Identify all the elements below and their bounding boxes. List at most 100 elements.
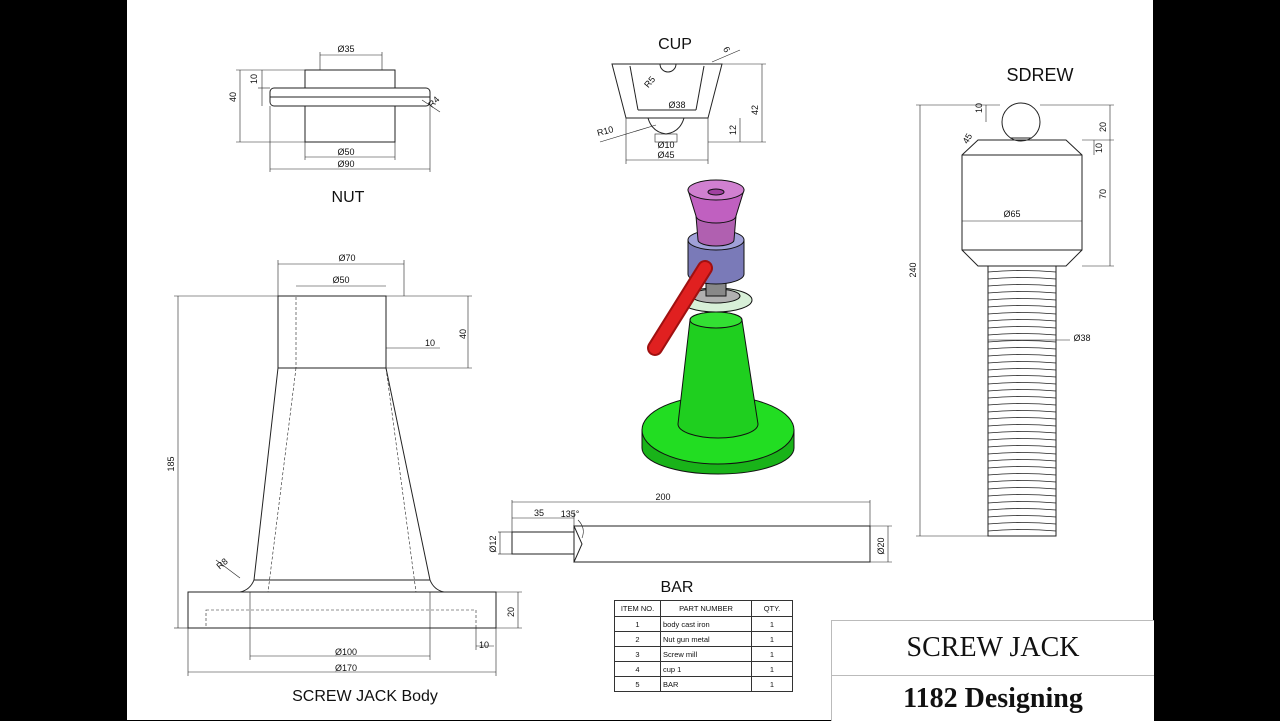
thread-line	[987, 501, 1057, 504]
cup-dim-h12: 12	[728, 125, 738, 135]
thread-line	[987, 361, 1057, 364]
thread-line	[987, 347, 1057, 350]
bom-cell-part: cup 1	[660, 661, 752, 677]
bom-row: 4 cup 1 1	[614, 661, 793, 677]
thread-line	[987, 459, 1057, 462]
body-view	[174, 260, 522, 676]
thread-line	[987, 473, 1057, 476]
bom-cell-part: BAR	[660, 676, 752, 692]
bom-row: 5 BAR 1	[614, 676, 793, 692]
thread-line	[987, 298, 1057, 301]
body-dim-h40: 40	[458, 329, 468, 339]
thread-line	[987, 452, 1057, 455]
screw-dim-h70: 70	[1098, 189, 1108, 199]
nut-view	[236, 52, 441, 172]
nut-dim-h10: 10	[249, 74, 259, 84]
thread-line	[987, 368, 1057, 371]
thread-line	[987, 396, 1057, 399]
thread-line	[987, 277, 1057, 280]
thread-line	[987, 305, 1057, 308]
bar-view	[498, 500, 892, 563]
thread-line	[987, 529, 1057, 532]
thread-line	[987, 375, 1057, 378]
body-dim-d70: Ø70	[338, 253, 355, 263]
thread-line	[987, 431, 1057, 434]
screw-view	[916, 102, 1114, 537]
screw-dim-h20: 20	[1098, 122, 1108, 132]
cup-dim-d45: Ø45	[657, 150, 674, 160]
body-dim-d50: Ø50	[332, 275, 349, 285]
bom-cell-qty: 1	[751, 661, 793, 677]
thread-line	[987, 515, 1057, 518]
thread-line	[987, 410, 1057, 413]
bom-header-row: ITEM NO. PART NUMBER QTY.	[614, 600, 793, 617]
bom-cell-item: 4	[614, 661, 661, 677]
bom-cell-qty: 1	[751, 646, 793, 662]
thread-line	[987, 326, 1057, 329]
cup-title: CUP	[658, 36, 692, 53]
screw-title: SDREW	[1007, 65, 1074, 85]
bar-dim-l35: 35	[534, 508, 544, 518]
screw-dim-h10b: 10	[1094, 143, 1104, 153]
bom-header-part: PART NUMBER	[660, 600, 752, 617]
screw-dim-d65: Ø65	[1003, 209, 1020, 219]
body-dim-d170: Ø170	[335, 663, 357, 673]
thread-line	[987, 403, 1057, 406]
thread-line	[987, 417, 1057, 420]
cup-dim-r10: R10	[596, 124, 615, 138]
nut-title: NUT	[332, 189, 365, 206]
thread-line	[987, 522, 1057, 525]
bom-cell-part: Screw mill	[660, 646, 752, 662]
screw-dim-h10: 10	[974, 103, 984, 113]
thread-line	[987, 438, 1057, 441]
bom-cell-part: body cast iron	[660, 616, 752, 632]
bar-dim-d20: Ø20	[876, 537, 886, 554]
bom-header-item: ITEM NO.	[614, 600, 661, 617]
thread-line	[987, 291, 1057, 294]
bom-cell-item: 3	[614, 646, 661, 662]
bom-cell-part: Nut gun metal	[660, 631, 752, 647]
bill-of-materials: ITEM NO. PART NUMBER QTY. 1 body cast ir…	[614, 600, 793, 692]
nut-dim-d90: Ø90	[337, 159, 354, 169]
assembly-3d-view	[641, 179, 795, 475]
thread-line	[987, 312, 1057, 315]
cup-view	[599, 49, 766, 164]
body-dim-w10b: 10	[479, 640, 489, 650]
bom-row: 2 Nut gun metal 1	[614, 631, 793, 647]
cup-dim-d38: Ø38	[668, 100, 685, 110]
bom-cell-qty: 1	[751, 631, 793, 647]
thread-line	[987, 466, 1057, 469]
body-dim-r8: R8	[214, 556, 229, 571]
screw-threads	[987, 270, 1057, 532]
title-block-title: SCREW JACK	[831, 620, 1154, 676]
thread-line	[987, 389, 1057, 392]
nut-dim-h40: 40	[228, 92, 238, 102]
body-title: SCREW JACK Body	[292, 688, 438, 705]
thread-line	[987, 424, 1057, 427]
thread-line	[987, 340, 1057, 343]
body-dim-h185: 185	[166, 456, 176, 471]
screw-dim-a45: 45	[961, 132, 975, 146]
nut-dim-d35: Ø35	[337, 44, 354, 54]
bar-dim-l200: 200	[655, 492, 670, 502]
bom-row: 1 body cast iron 1	[614, 616, 793, 632]
cup-dim-d10: Ø10	[657, 140, 674, 150]
body-dim-h20: 20	[506, 607, 516, 617]
bom-cell-qty: 1	[751, 676, 793, 692]
body-dim-w10: 10	[425, 338, 435, 348]
screw-dim-d38: Ø38	[1073, 333, 1090, 343]
title-block-subtitle: 1182 Designing	[831, 675, 1154, 721]
bom-cell-item: 5	[614, 676, 661, 692]
screw-dim-h240: 240	[908, 262, 918, 277]
bom-cell-item: 1	[614, 616, 661, 632]
cup-dim-h42: 42	[750, 105, 760, 115]
thread-line	[987, 319, 1057, 322]
thread-line	[987, 354, 1057, 357]
nut-dim-d50: Ø50	[337, 147, 354, 157]
bar-dim-d12: Ø12	[488, 535, 498, 552]
bar-title: BAR	[661, 579, 694, 596]
bom-row: 3 Screw mill 1	[614, 646, 793, 662]
thread-line	[987, 487, 1057, 490]
body-dim-d100: Ø100	[335, 647, 357, 657]
